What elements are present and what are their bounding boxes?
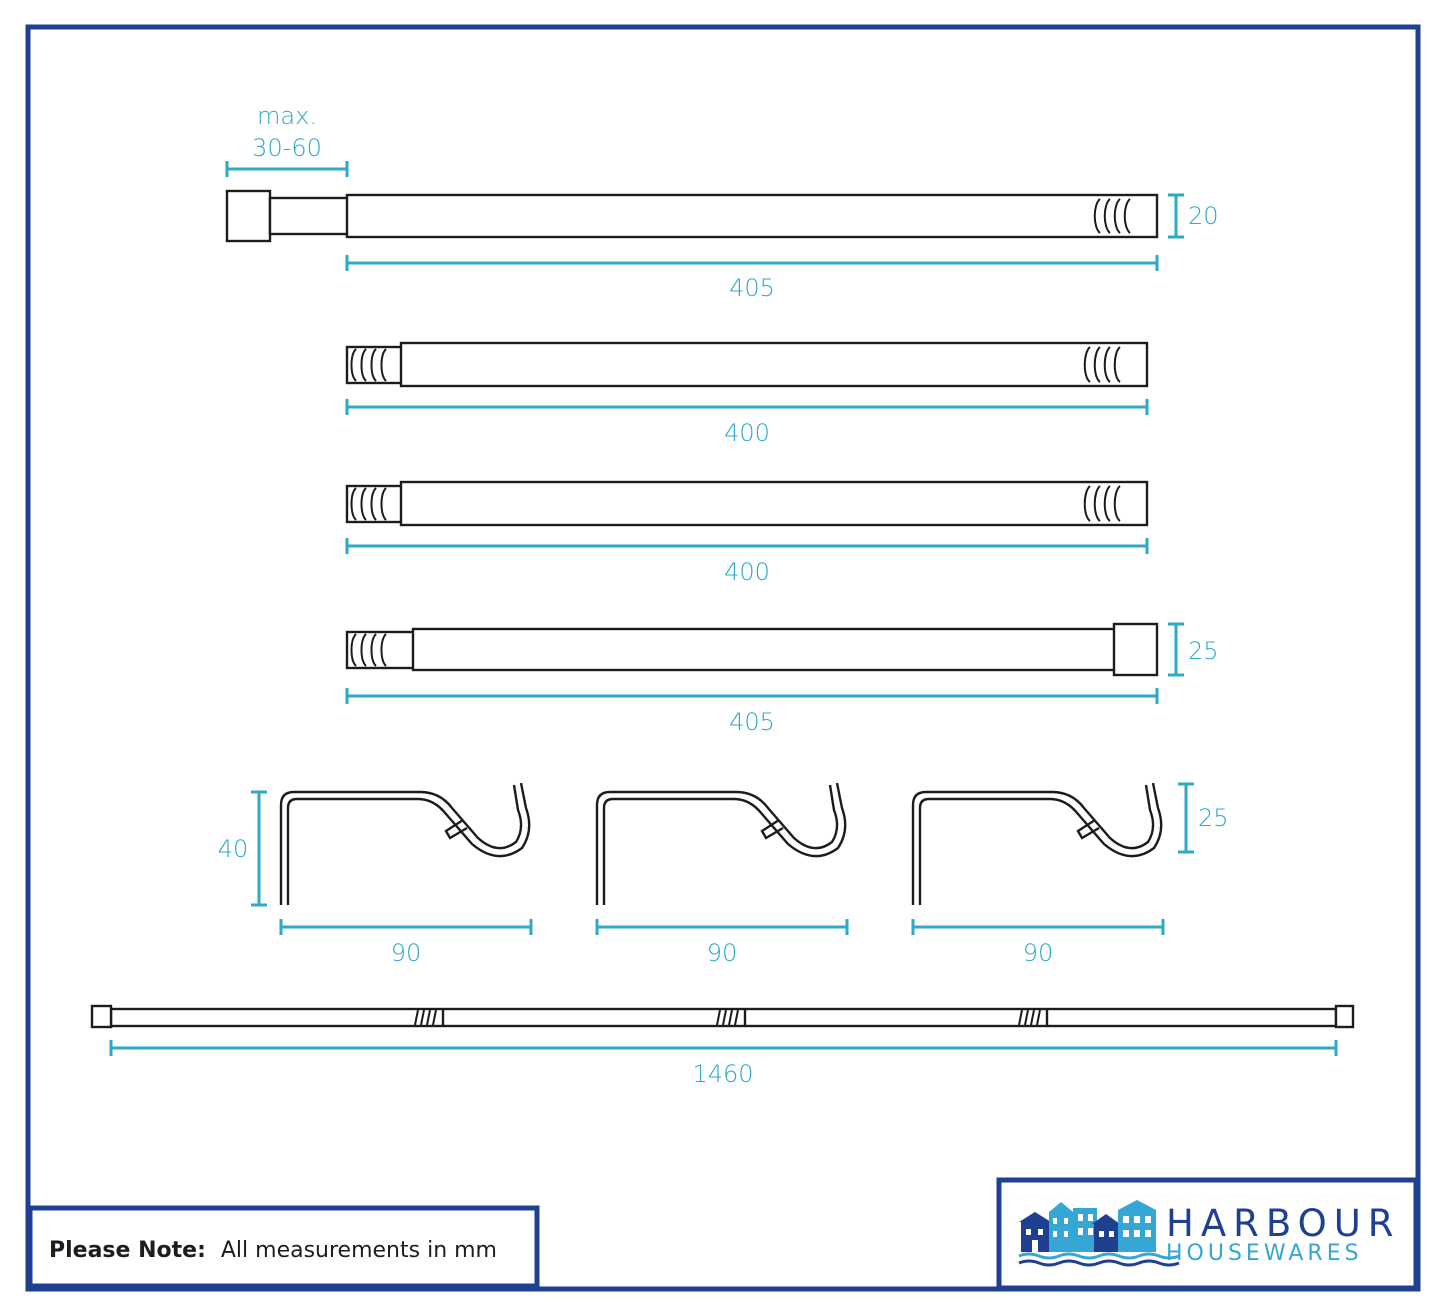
end-rod-diameter-dimension: 20 (1168, 193, 1219, 239)
bracket-height-label: 40 (218, 835, 249, 863)
outer-frame (25, 24, 1421, 1292)
bracket-2-width-label: 90 (707, 939, 738, 967)
bracket-1-width-dimension: 90 (279, 919, 533, 967)
middle-rod-1 (345, 341, 1149, 388)
bracket-3-width-label: 90 (1023, 939, 1054, 967)
bracket-2-width-dimension: 90 (595, 919, 849, 967)
svg-text:Please Note: All measure: Please Note: All measurements in mm (49, 1238, 497, 1263)
note-box: Please Note: All measurements in mm (27, 1205, 540, 1289)
end-rod-length-label: 405 (729, 274, 775, 302)
bracket-3-width-dimension: 90 (911, 919, 1165, 967)
middle-rod-1-length-dimension: 400 (345, 399, 1149, 447)
middle-rod-2 (345, 480, 1149, 527)
middle-rod-2-length-dimension: 400 (345, 538, 1149, 586)
finial-rod-length-dimension: 405 (345, 688, 1159, 736)
harbour-buildings-icon (1018, 1200, 1180, 1267)
bracket-2 (595, 782, 847, 905)
bracket-3 (911, 782, 1163, 905)
assembled-rod (90, 1004, 1355, 1029)
end-rod-length-dimension: 405 (345, 255, 1159, 302)
bracket-hook-diameter-label: 25 (1198, 804, 1229, 832)
max-label: max. (257, 102, 317, 130)
assembled-length-dimension: 1460 (109, 1040, 1338, 1088)
finial-rod-diameter-dimension: 25 (1168, 622, 1219, 677)
note-text: All measurements in mm (221, 1238, 497, 1263)
note-label: Please Note: (49, 1238, 206, 1263)
bracket-1 (279, 782, 531, 905)
middle-rod-2-length-label: 400 (724, 558, 770, 586)
bracket-hook-dimension: 25 (1178, 782, 1229, 854)
assembled-length-label: 1460 (692, 1060, 753, 1088)
bracket-height-dimension: 40 (218, 790, 267, 907)
end-rod (225, 189, 1159, 243)
max-range-label: 30-60 (252, 134, 322, 162)
bracket-1-width-label: 90 (391, 939, 422, 967)
finial-rod-diameter-label: 25 (1188, 637, 1219, 665)
middle-rod-1-length-label: 400 (724, 419, 770, 447)
brand-name-harbour: HARBOUR (1166, 1202, 1401, 1245)
finial-rod (345, 622, 1159, 677)
end-rod-diameter-label: 20 (1188, 202, 1219, 230)
finial-rod-length-label: 405 (729, 708, 775, 736)
end-rod-extension-dimension: max. 30-60 (225, 102, 349, 177)
brand-name-housewares: HOUSEWARES (1166, 1241, 1363, 1266)
brand-logo-box: HARBOUR HOUSEWARES (996, 1177, 1419, 1291)
